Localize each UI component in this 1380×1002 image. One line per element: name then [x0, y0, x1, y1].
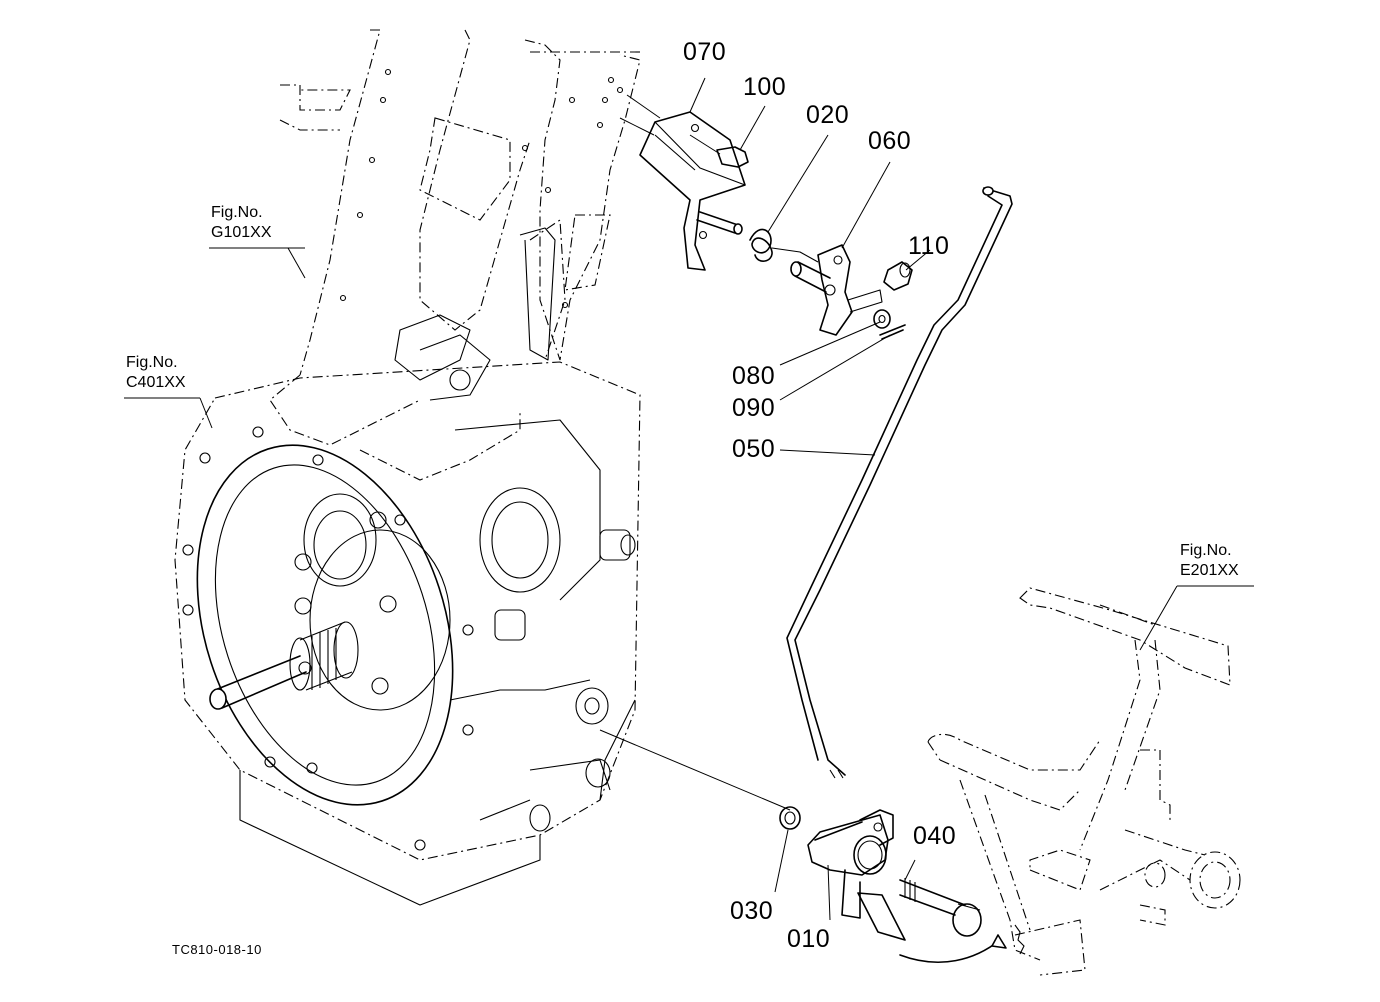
- fig-ref-prefix: Fig.No.: [1180, 542, 1232, 559]
- part-label-100: 100: [743, 73, 787, 101]
- lever-assembly-010: [600, 730, 1006, 962]
- pedal-assembly: [928, 588, 1240, 975]
- fig-ref-c401xx: Fig.No. C401XX: [126, 353, 186, 393]
- part-label-050: 050: [732, 435, 776, 463]
- drawing-code: TC810-018-10: [172, 942, 262, 957]
- spring-020: [697, 212, 818, 262]
- rod-050: [787, 187, 1012, 778]
- part-label-010: 010: [787, 925, 831, 953]
- part-label-070: 070: [683, 38, 727, 66]
- nut-110: [884, 262, 912, 290]
- fig-ref-e201xx: Fig.No. E201XX: [1180, 541, 1239, 581]
- transmission-case: [154, 362, 640, 905]
- part-label-080: 080: [732, 362, 776, 390]
- part-label-110: 110: [908, 232, 950, 260]
- lever-060: [791, 245, 882, 335]
- part-label-040: 040: [913, 822, 957, 850]
- part-label-030: 030: [730, 897, 774, 925]
- fig-ref-prefix: Fig.No.: [126, 354, 178, 371]
- fig-ref-id: C401XX: [126, 374, 186, 391]
- part-label-020: 020: [806, 101, 850, 129]
- frame-bracket: [270, 30, 640, 480]
- plate-070: [620, 95, 745, 270]
- part-label-060: 060: [868, 127, 912, 155]
- washer-080: [874, 310, 905, 339]
- fig-ref-id: E201XX: [1180, 562, 1239, 579]
- leader-lines: [124, 78, 1254, 920]
- fig-ref-prefix: Fig.No.: [211, 204, 263, 221]
- part-label-090: 090: [732, 394, 776, 422]
- fig-ref-id: G101XX: [211, 224, 272, 241]
- bolt-100: [690, 135, 748, 167]
- fig-ref-g101xx: Fig.No. G101XX: [211, 203, 271, 243]
